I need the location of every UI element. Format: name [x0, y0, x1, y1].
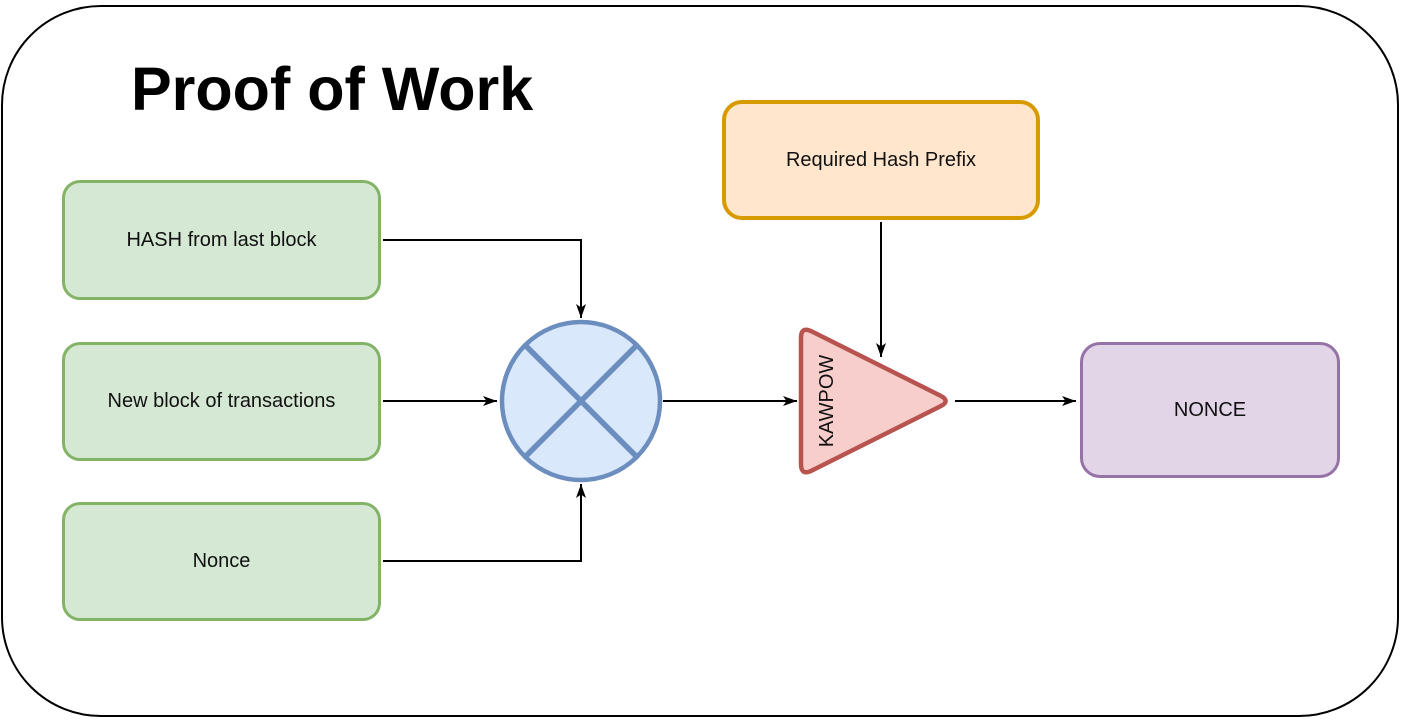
node-new-block-of-transactions-label: New block of transactions — [107, 390, 336, 412]
page-title: Proof of Work — [131, 55, 534, 123]
node-new-block-of-transactions: New block of transactions — [62, 342, 381, 461]
node-hash-from-last-block-label: HASH from last block — [126, 228, 317, 251]
outer-frame-border — [1, 5, 1399, 717]
node-required-hash-prefix-label: Required Hash Prefix — [785, 148, 977, 171]
node-nonce-input: Nonce — [62, 502, 381, 621]
node-nonce-output: NONCE — [1080, 342, 1340, 478]
node-nonce-input-label: Nonce — [192, 550, 251, 572]
node-required-hash-prefix: Required Hash Prefix — [722, 100, 1040, 220]
node-hash-from-last-block: HASH from last block — [62, 180, 381, 300]
node-nonce-output-label: NONCE — [1173, 398, 1247, 421]
